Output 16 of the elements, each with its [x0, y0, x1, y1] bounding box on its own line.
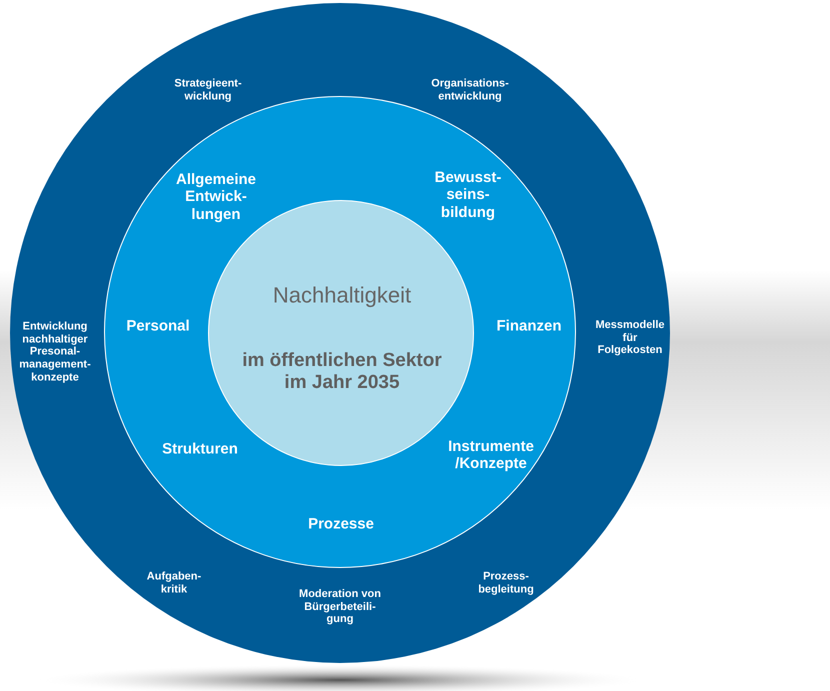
ring-label: Entwicklung nachhaltiger Presonal- management- konzepte	[18, 320, 92, 384]
ring-label: Finanzen	[495, 317, 562, 335]
ring-label: Strukturen	[161, 440, 239, 458]
ring-label: Instrumente /Konzepte	[447, 438, 535, 472]
ring-label: Personal	[125, 317, 191, 335]
ring-label: Bewusst- seins- bildung	[434, 169, 502, 221]
ring-label: Prozesse	[307, 515, 375, 533]
center-title: Nachhaltigkeit	[272, 282, 412, 308]
ring-label: Moderation von Bürgerbeteili- gung	[298, 588, 382, 626]
ring-label: Aufgaben- kritik	[146, 570, 202, 596]
ring-label: Strategieent- wicklung	[173, 77, 243, 103]
ring-label: Prozess- begleitung	[477, 570, 535, 596]
ring-label: Organisations- entwicklung	[430, 77, 510, 103]
ring-label: Messmodelle für Folgekosten	[594, 319, 666, 357]
ring-label: Allgemeine Entwick- lungen	[174, 171, 258, 223]
center-subtitle: im öffentlichen Sektor im Jahr 2035	[242, 350, 442, 394]
